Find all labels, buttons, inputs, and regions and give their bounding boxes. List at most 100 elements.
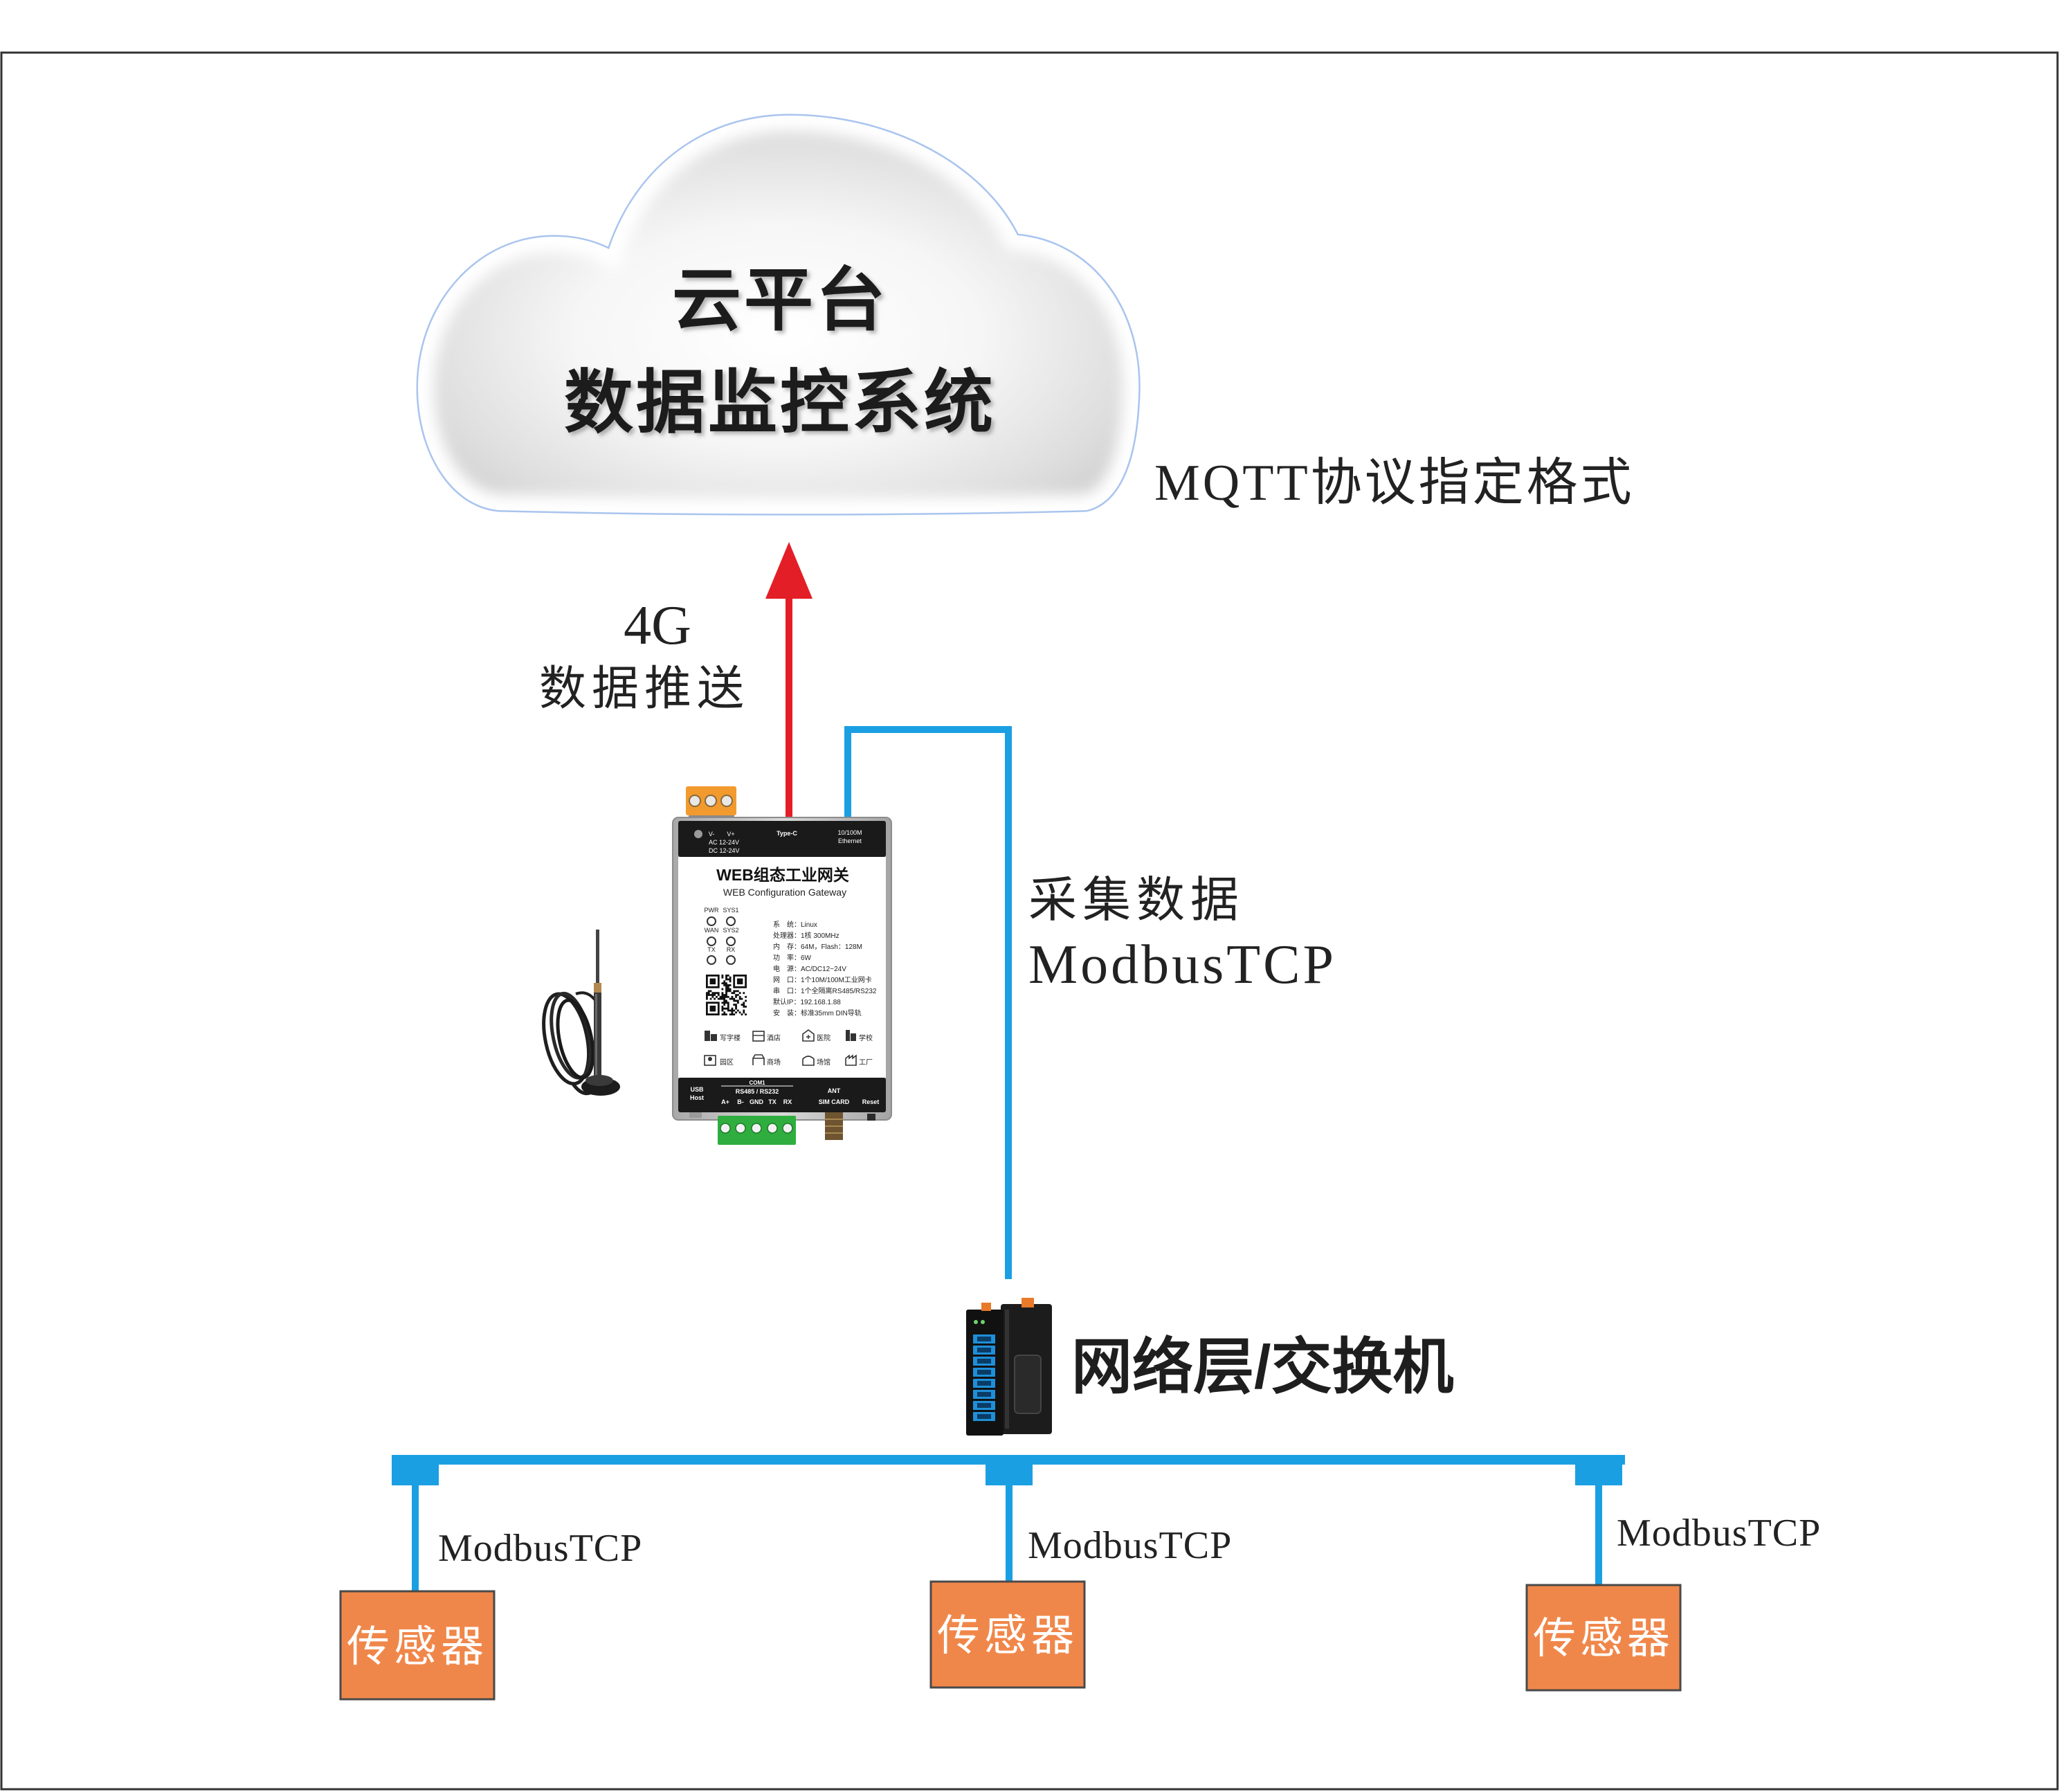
spec-line: 处理器：1核 300MHz	[773, 931, 839, 940]
scenario-label: 医院	[817, 1033, 830, 1042]
qr-code-pattern	[706, 975, 747, 1015]
usb-label: USB	[690, 1086, 704, 1093]
usb-port	[689, 1112, 702, 1118]
mall-icon	[752, 1054, 765, 1065]
sensor-box	[339, 1590, 496, 1701]
spec-line: 串 口：1个全隔离RS485/RS232	[773, 986, 877, 995]
led-rx	[726, 955, 736, 965]
spec-line: 网 口：1个10M/100M工业网卡	[773, 975, 872, 984]
outer-frame	[0, 51, 2059, 1791]
led-label-sys2: SYS2	[723, 927, 738, 934]
led-label-wan: WAN	[705, 927, 719, 934]
gateway-top-strip	[678, 821, 886, 857]
sensor-drop-line	[1595, 1485, 1602, 1585]
com-type-label: RS485 / RS232	[736, 1088, 779, 1095]
sensor-box	[929, 1580, 1086, 1689]
sensor-node: 传感器	[929, 1580, 1086, 1689]
v-minus-label: V-	[709, 831, 715, 838]
uplink-label-action: 数据推送	[539, 662, 750, 715]
sim-card-label: SIM CARD	[819, 1098, 850, 1105]
led-label-rx: RX	[727, 946, 736, 953]
switch-din-tab	[1022, 1298, 1034, 1307]
antenna-joint	[594, 983, 601, 993]
pin-label: B-	[737, 1098, 744, 1105]
cloud-title: 云平台	[672, 262, 888, 339]
uplink-label-network: 4G	[624, 595, 691, 656]
antenna-base-top	[585, 1075, 613, 1086]
switch-ethernet-ports	[973, 1334, 995, 1421]
gateway-bottom-strip	[678, 1078, 886, 1112]
antenna-whip-highlight	[595, 994, 597, 1076]
stadium-icon	[802, 1056, 815, 1066]
hospital-icon	[802, 1029, 815, 1042]
cloud-platform: 云平台 数据监控系统	[416, 114, 1141, 516]
pin-label: GND	[750, 1098, 764, 1105]
antenna-cable-top	[575, 991, 597, 1002]
scenario-label: 工厂	[859, 1059, 873, 1067]
switch-label: 网络层/交换机	[1071, 1332, 1453, 1401]
bus-tap-block	[986, 1455, 1033, 1485]
sensor-label: 传感器	[347, 1624, 488, 1671]
scenario-label: 写字楼	[720, 1033, 741, 1042]
sensor-node: 传感器	[339, 1590, 496, 1701]
led-label-pwr: PWR	[705, 907, 719, 914]
branch-protocol-label: ModbusTCP	[438, 1527, 642, 1570]
scenario-label: 酒店	[767, 1033, 781, 1042]
sensor-box	[1525, 1584, 1682, 1692]
spec-line: 默认IP：192.168.1.88	[773, 997, 841, 1006]
gateway-switch-link	[844, 726, 1012, 1279]
sensor-label: 传感器	[937, 1613, 1078, 1660]
led-sys2	[726, 936, 736, 946]
com-port-label: COM1	[749, 1080, 765, 1086]
led-label-sys1: SYS1	[723, 907, 738, 914]
collection-label: 采集数据	[1028, 874, 1244, 927]
host-label: Host	[690, 1094, 704, 1101]
sensor-label: 传感器	[1533, 1615, 1674, 1663]
spec-line: 安 装：标准35mm DIN导轨	[773, 1008, 862, 1017]
uplink-arrow-shaft	[786, 594, 792, 817]
ac-voltage-label: AC 12-24V	[709, 839, 739, 846]
collection-protocol: ModbusTCP	[1028, 934, 1336, 995]
switch-led	[981, 1320, 985, 1324]
spec-line: 系 统：Linux	[773, 920, 817, 929]
network-switch-icon	[966, 1298, 1052, 1436]
scenario-label: 场馆	[817, 1058, 830, 1067]
antenna-cable-coil	[542, 991, 595, 1086]
pin-label: TX	[768, 1098, 777, 1105]
v-plus-label: V+	[727, 831, 734, 838]
terminal-screw	[735, 1123, 746, 1134]
ethernet-label: Ethernet	[838, 838, 862, 844]
led-pwr	[707, 916, 716, 926]
qr-code	[705, 973, 748, 1017]
terminal-screw	[751, 1123, 762, 1134]
terminal-screw	[782, 1123, 793, 1134]
gateway-title: WEB组态工业网关	[716, 866, 849, 884]
gateway-subtitle: WEB Configuration Gateway	[723, 887, 846, 898]
power-terminal-mount	[689, 813, 734, 820]
pin-label: RX	[783, 1098, 792, 1105]
protocol-note: MQTT协议指定格式	[1154, 455, 1635, 512]
antenna-whip	[594, 993, 601, 1077]
branch-protocol-label: ModbusTCP	[1617, 1512, 1821, 1555]
led-sys1	[726, 916, 736, 926]
spec-line: 电 源：AC/DC12~24V	[773, 964, 846, 973]
ethernet-speed-label: 10/100M	[837, 829, 862, 836]
reset-label: Reset	[862, 1098, 880, 1105]
ant-label: ANT	[828, 1087, 841, 1094]
park-icon	[704, 1055, 716, 1066]
bus-tap-block	[1575, 1455, 1622, 1485]
scenario-label: 园区	[720, 1058, 734, 1067]
switch-din-tab	[981, 1303, 991, 1311]
terminal-screw	[767, 1123, 778, 1134]
type-c-label: Type-C	[777, 830, 797, 837]
reset-button	[867, 1114, 875, 1121]
uplink-arrow-head	[765, 542, 812, 599]
spec-line: 内 存：64M，Flash：128M	[773, 942, 862, 951]
uplink-arrow	[765, 542, 812, 817]
ground-screw-icon	[694, 830, 702, 838]
scenario-label: 学校	[859, 1033, 873, 1042]
cloud-subtitle: 数据监控系统	[564, 364, 996, 442]
sensor-drop-line	[412, 1485, 419, 1591]
antenna-whip-tip	[596, 930, 599, 985]
